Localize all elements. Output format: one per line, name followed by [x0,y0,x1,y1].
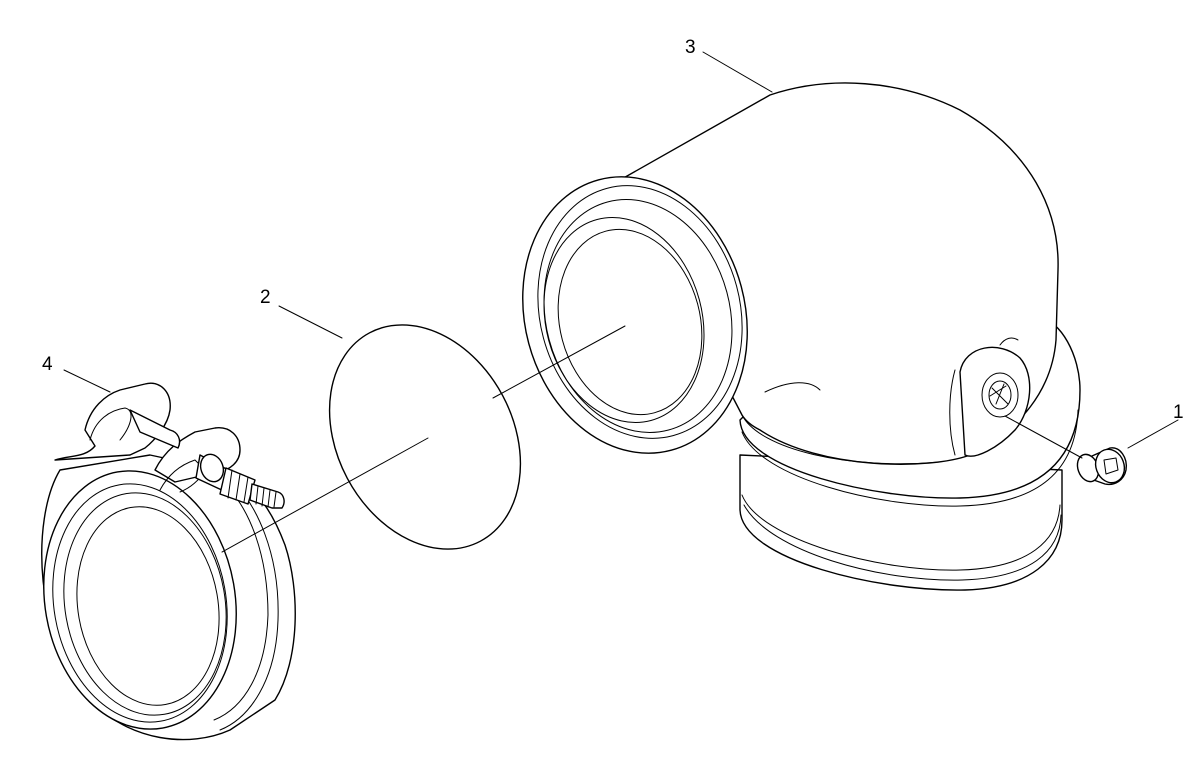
set-screw-part [1076,447,1127,486]
callout-label-3: 3 [685,37,696,58]
leader-line-4 [63,369,111,393]
callout-label-1: 1 [1173,402,1184,423]
callout-label-4: 4 [42,354,53,375]
leader-line-1 [1127,419,1179,449]
callout-group: 1 2 3 4 [42,37,1184,449]
elbow-part [522,82,1081,591]
leader-line-3 [702,51,773,93]
leader-line-2 [278,305,343,339]
gasket-part [328,324,522,550]
callout-label-2: 2 [260,287,271,308]
clamp-part [41,382,296,741]
assembly-centerline [221,325,1083,553]
